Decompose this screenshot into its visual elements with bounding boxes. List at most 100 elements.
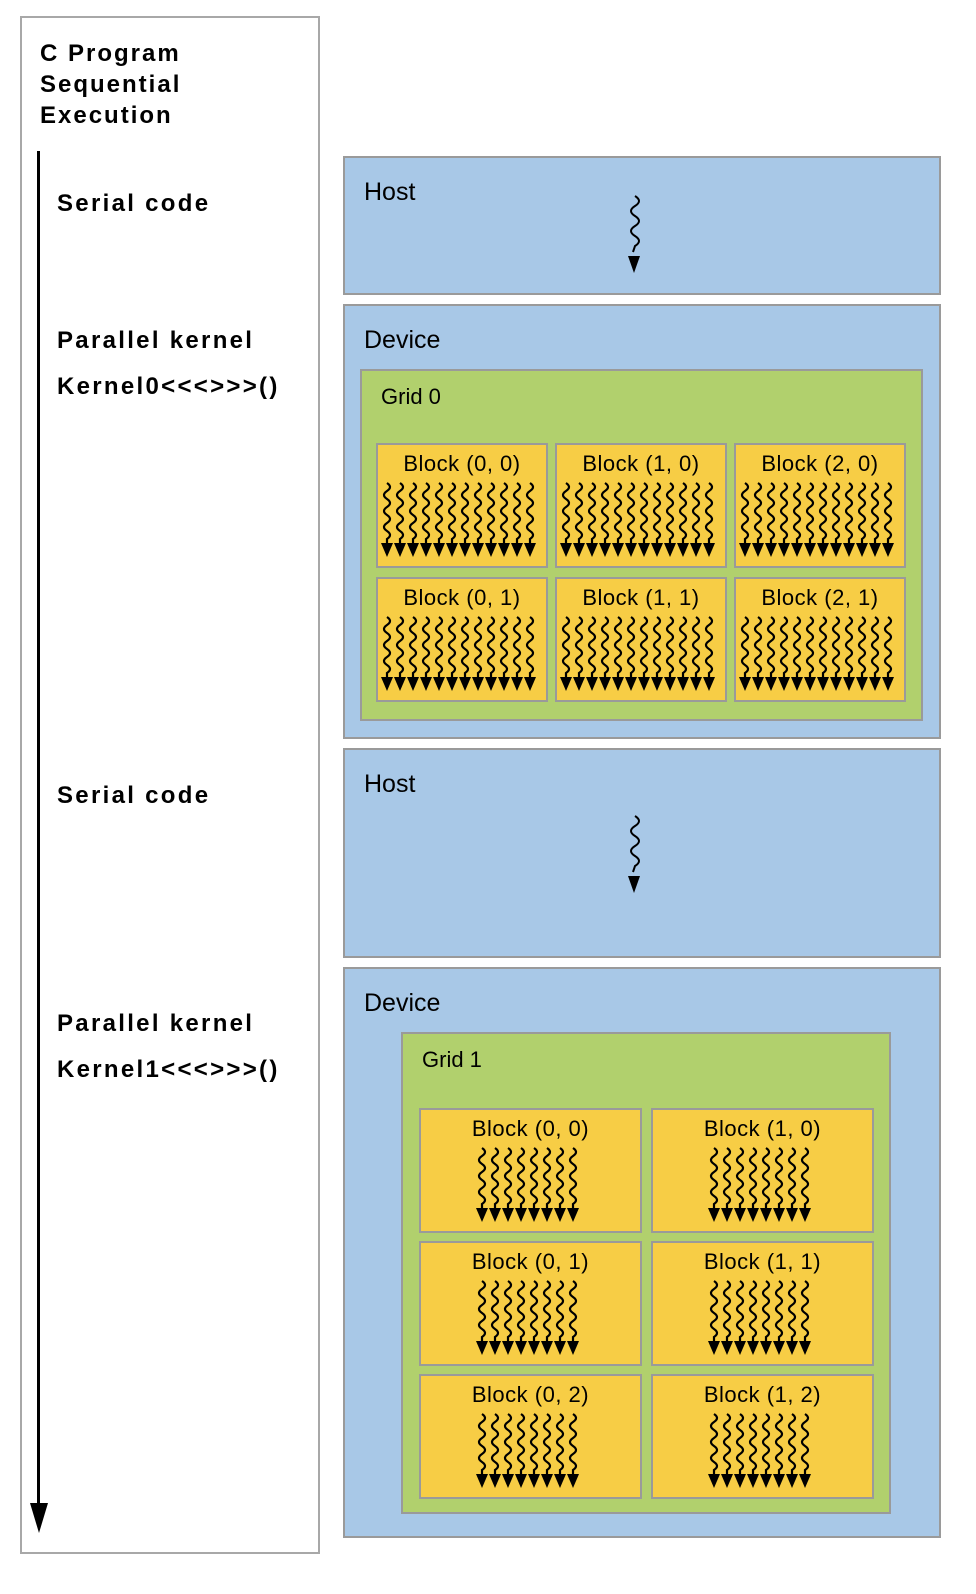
phase-serial-code-2: Serial code	[57, 782, 211, 809]
thread-icon	[395, 616, 405, 677]
thread-arrow-icon	[553, 1341, 566, 1355]
thread-icon	[748, 1280, 757, 1341]
thread-icon	[395, 482, 405, 543]
thread-group-icon	[707, 1280, 811, 1355]
thread-arrow-icon	[733, 1474, 746, 1488]
thread-arrow-icon	[869, 543, 881, 557]
thread-arrow-icon	[791, 677, 803, 691]
thread-arrow-icon	[514, 1341, 527, 1355]
host-label-2: Host	[364, 770, 416, 798]
block-label: Block (2, 0)	[761, 451, 879, 476]
block-label: Block (0, 1)	[403, 585, 521, 610]
thread-arrow-icon	[498, 543, 510, 557]
thread-icon	[753, 616, 763, 677]
thread-icon	[753, 482, 763, 543]
host-label-1: Host	[364, 178, 416, 206]
thread-group-icon	[381, 616, 536, 691]
thread-arrow-icon	[540, 1474, 553, 1488]
thread-icon	[499, 616, 509, 677]
thread-arrow-icon	[798, 1208, 811, 1222]
host-thread-icon	[628, 195, 640, 273]
thread-icon	[503, 1413, 512, 1474]
thread-arrow-icon	[677, 543, 689, 557]
thread-arrow-icon	[514, 1208, 527, 1222]
thread-arrow-icon	[560, 677, 572, 691]
thread-icon	[735, 1413, 744, 1474]
thread-arrow-icon	[772, 1474, 785, 1488]
thread-icon	[503, 1147, 512, 1208]
thread-icon	[800, 1147, 809, 1208]
title-line-1: C Program	[40, 40, 181, 67]
thread-icon	[748, 1413, 757, 1474]
thread-icon	[529, 1413, 538, 1474]
thread-icon	[709, 1413, 718, 1474]
thread-arrow-icon	[527, 1341, 540, 1355]
grid-0-label: Grid 0	[381, 384, 441, 409]
title-line-2: Sequential	[40, 71, 182, 98]
thread-group-icon	[707, 1413, 811, 1488]
thread-arrow-icon	[843, 543, 855, 557]
thread-block: Block (0, 0)	[419, 1108, 642, 1233]
thread-arrow-icon	[586, 543, 598, 557]
thread-icon	[665, 616, 675, 677]
thread-arrow-icon	[798, 1474, 811, 1488]
thread-icon	[883, 482, 893, 543]
thread-arrow-icon	[798, 1341, 811, 1355]
thread-icon	[447, 616, 457, 677]
thread-arrow-icon	[475, 1341, 488, 1355]
thread-icon	[722, 1413, 731, 1474]
thread-icon	[709, 1147, 718, 1208]
thread-arrow-icon	[407, 543, 419, 557]
thread-icon	[447, 482, 457, 543]
thread-arrow-icon	[707, 1341, 720, 1355]
thread-arrow-icon	[459, 543, 471, 557]
thread-icon	[870, 482, 880, 543]
thread-arrow-icon	[566, 1208, 579, 1222]
thread-icon	[704, 482, 714, 543]
thread-icon	[600, 616, 610, 677]
thread-icon	[477, 1147, 486, 1208]
thread-arrow-icon	[746, 1341, 759, 1355]
thread-icon	[477, 1280, 486, 1341]
thread-icon	[529, 1280, 538, 1341]
thread-arrow-icon	[739, 677, 751, 691]
thread-icon	[568, 1147, 577, 1208]
thread-block: Block (0, 1)	[419, 1241, 642, 1366]
block-label: Block (0, 0)	[403, 451, 521, 476]
thread-icon	[709, 1280, 718, 1341]
thread-icon	[542, 1413, 551, 1474]
thread-icon	[568, 1280, 577, 1341]
thread-arrow-icon	[817, 677, 829, 691]
thread-icon	[382, 616, 392, 677]
thread-arrow-icon	[664, 677, 676, 691]
thread-arrow-icon	[566, 1341, 579, 1355]
thread-icon	[774, 1280, 783, 1341]
thread-icon	[761, 1413, 770, 1474]
thread-arrow-icon	[381, 543, 393, 557]
thread-icon	[613, 616, 623, 677]
grid-1: Grid 1 Block (0, 0)Block (1, 0)Block (0,…	[401, 1032, 891, 1514]
block-label: Block (1, 1)	[703, 1249, 822, 1274]
thread-block: Block (0, 1)	[376, 577, 548, 702]
thread-arrow-icon	[407, 677, 419, 691]
thread-arrow-icon	[612, 543, 624, 557]
thread-icon	[792, 482, 802, 543]
thread-arrow-icon	[472, 543, 484, 557]
thread-arrow-icon	[446, 677, 458, 691]
thread-icon	[818, 482, 828, 543]
device-label-2: Device	[364, 989, 441, 1017]
thread-icon	[678, 482, 688, 543]
thread-icon	[503, 1280, 512, 1341]
thread-arrow-icon	[830, 677, 842, 691]
thread-arrow-icon	[459, 677, 471, 691]
thread-icon	[870, 616, 880, 677]
thread-arrow-icon	[739, 543, 751, 557]
thread-arrow-icon	[511, 543, 523, 557]
thread-arrow-icon	[785, 1208, 798, 1222]
thread-icon	[434, 482, 444, 543]
thread-arrow-icon	[759, 1474, 772, 1488]
thread-arrow-icon	[599, 543, 611, 557]
thread-icon	[740, 482, 750, 543]
thread-arrow-icon	[501, 1341, 514, 1355]
thread-arrow-icon	[475, 1208, 488, 1222]
